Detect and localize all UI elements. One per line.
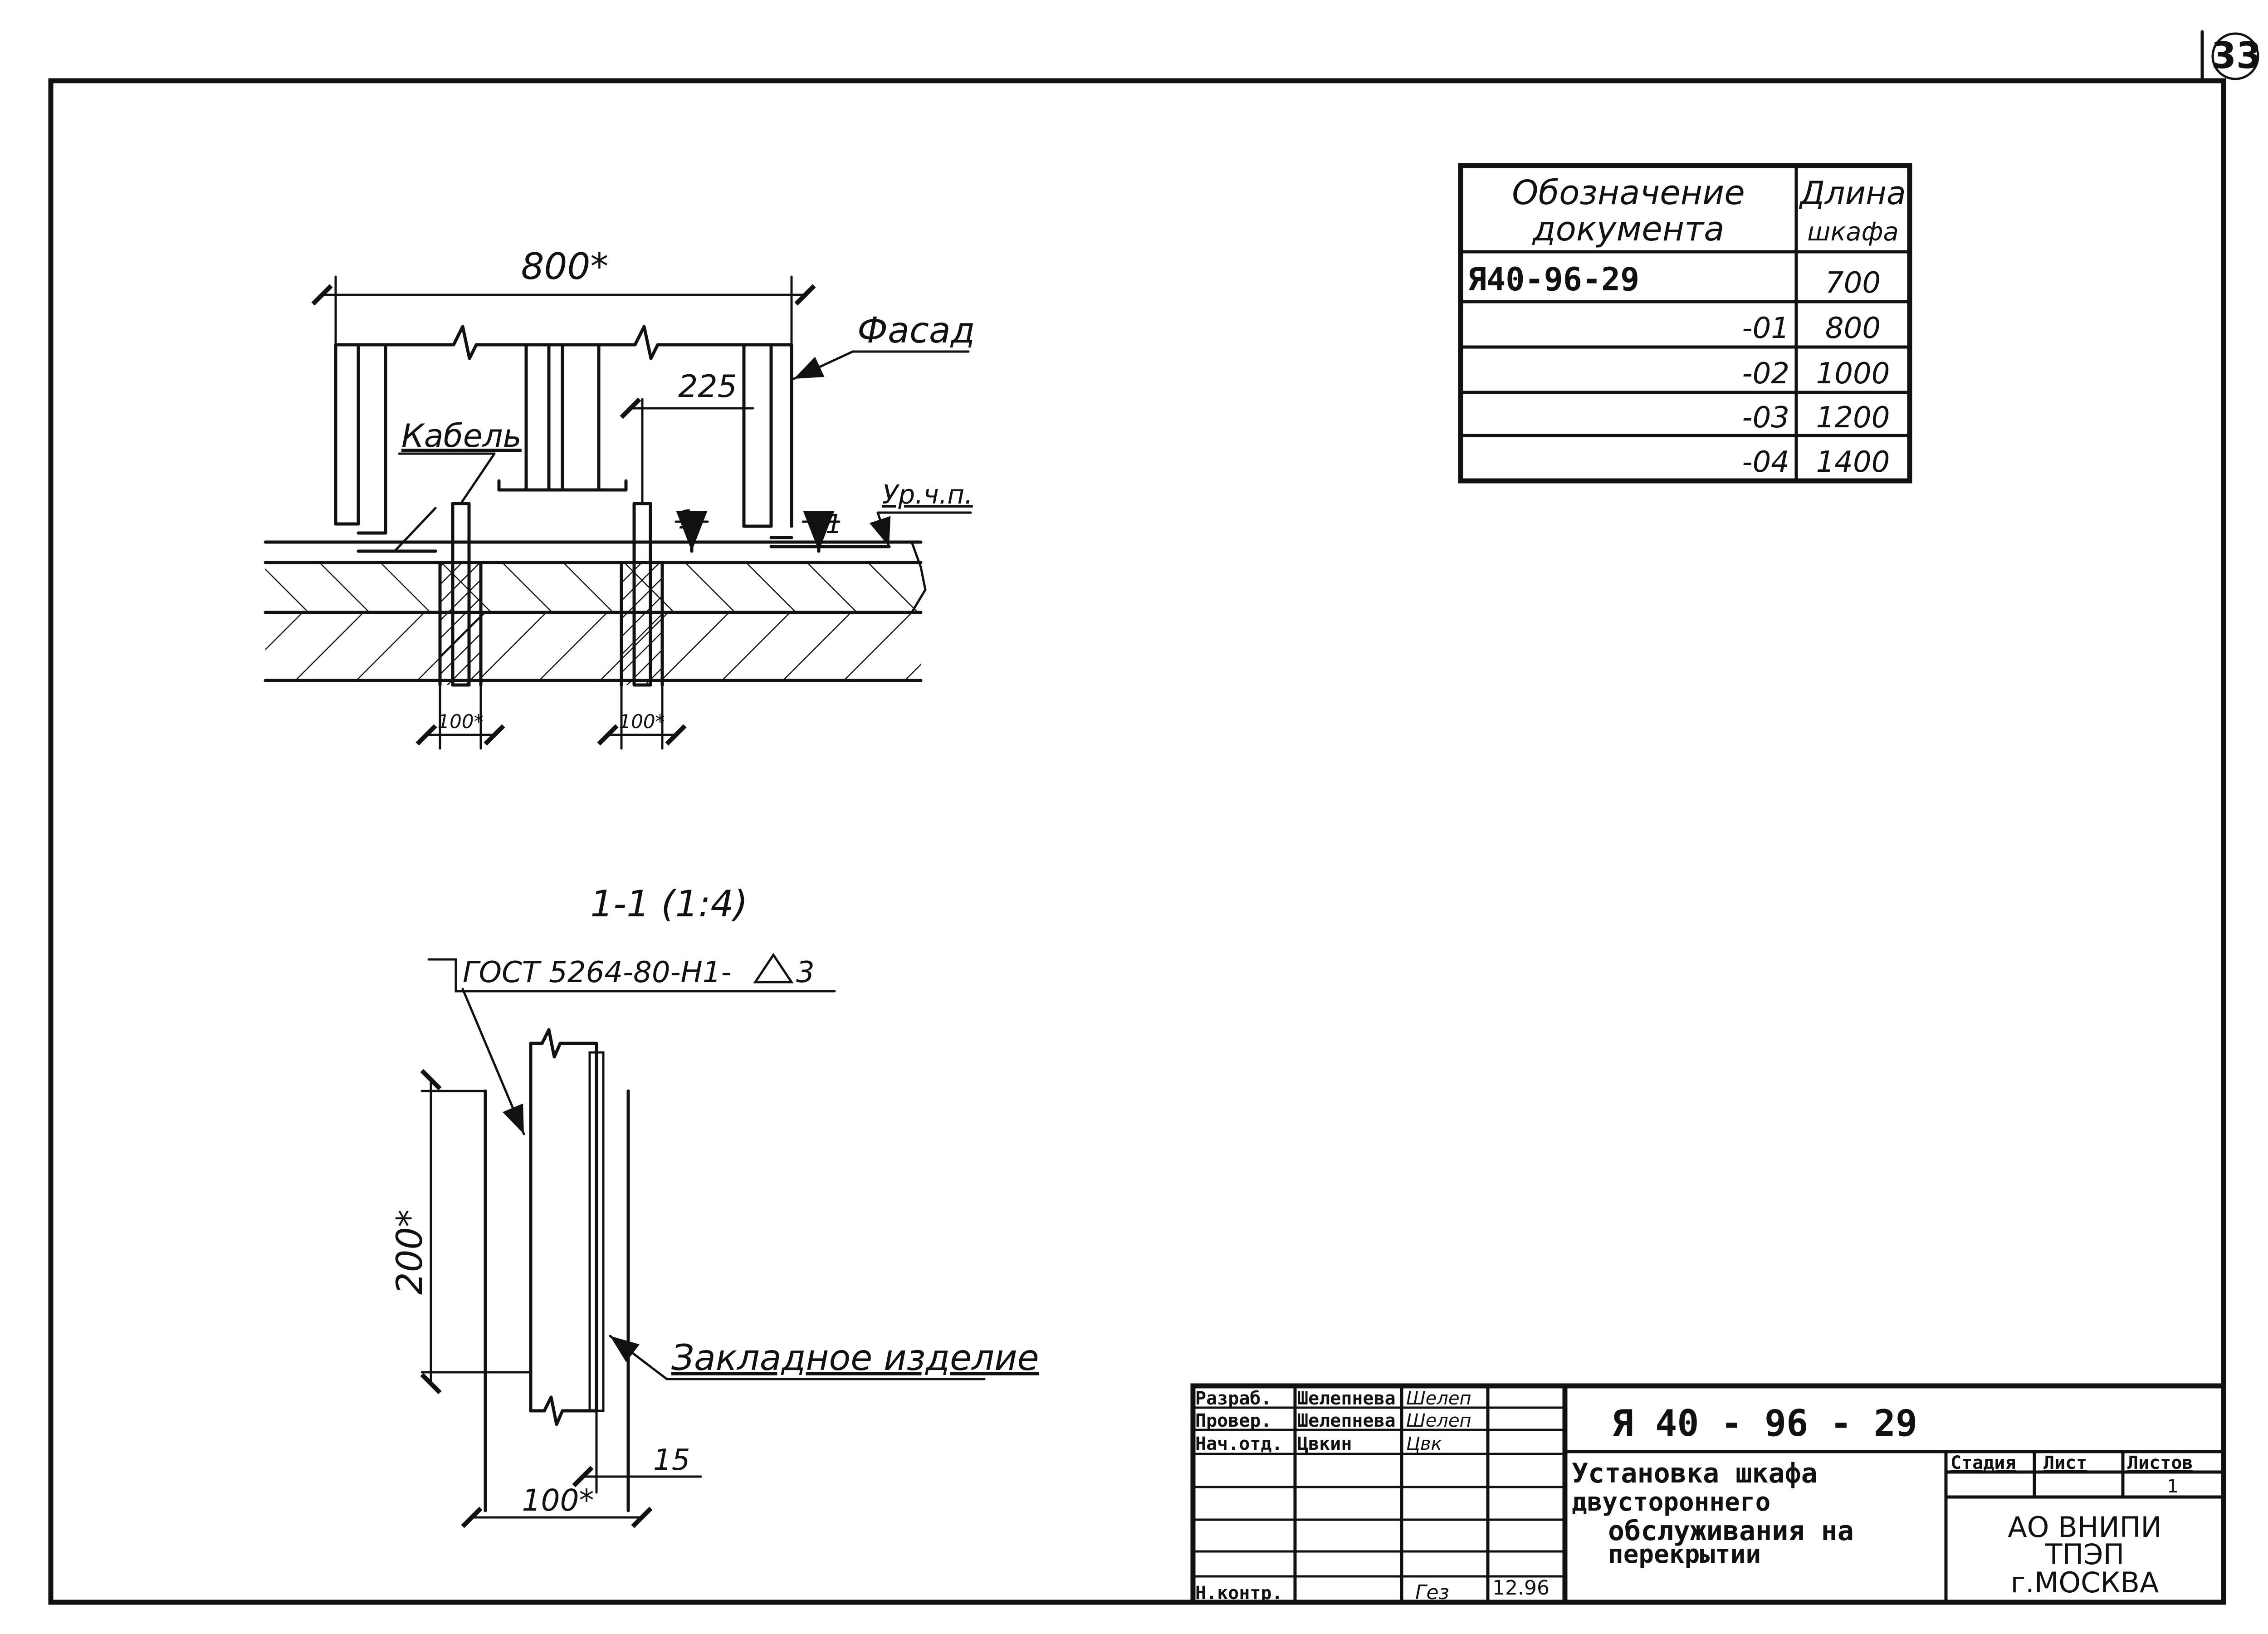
svg-text:Шелеп: Шелеп — [1406, 1388, 1471, 1409]
svg-text:Лист: Лист — [2043, 1453, 2087, 1473]
section-marks: 1 1 — [675, 504, 842, 553]
svg-text:Цвк: Цвк — [1406, 1433, 1442, 1454]
sleeve-left — [438, 502, 483, 687]
table-row-2-designation: -02 — [1742, 357, 1789, 391]
svg-text:Шелепнева: Шелепнева — [1297, 1388, 1396, 1409]
svg-text:12.96: 12.96 — [1492, 1576, 1549, 1600]
svg-text:Провер.: Провер. — [1195, 1410, 1272, 1431]
table-row-0-length: 700 — [1825, 266, 1881, 300]
svg-text:Стадия: Стадия — [1950, 1453, 2016, 1473]
embedded-leader: Закладное изделие — [609, 1335, 1039, 1380]
header-length-2: шкафа — [1807, 217, 1899, 247]
svg-text:Разраб.: Разраб. — [1195, 1388, 1272, 1409]
sleeve-right — [620, 502, 664, 687]
svg-text:Листов: Листов — [2127, 1453, 2193, 1473]
weld-leader: ГОСТ 5264-80-Н1- 3 — [427, 953, 836, 1135]
floor-slab-upper — [265, 563, 921, 612]
dim-15: 15 — [572, 1409, 702, 1494]
svg-text:АО ВНИПИ: АО ВНИПИ — [2008, 1511, 2161, 1544]
section-mark-left: 1 — [678, 504, 695, 535]
header-designation-1: Обозначение — [1512, 173, 1745, 212]
section-mark-right: 1 — [826, 509, 842, 539]
cable-label: Кабель — [401, 417, 522, 455]
svg-text:двустороннего: двустороннего — [1572, 1487, 1770, 1517]
dim-225: 225 — [620, 369, 754, 505]
floor-slab-lower — [265, 612, 921, 680]
svg-text:ТПЭП: ТПЭП — [2045, 1538, 2124, 1571]
doc-code: Я 40 - 96 - 29 — [1612, 1402, 1917, 1444]
page-number-box: 33 — [2200, 30, 2262, 83]
dim-200-label: 200* — [390, 1209, 430, 1295]
weld-symbol: 3 — [796, 956, 815, 989]
table-row-1-designation: -01 — [1742, 312, 1789, 345]
facade-leader: Фасад — [792, 310, 975, 380]
table-row-4-length: 1400 — [1816, 445, 1890, 479]
dim-100-label: 100* — [522, 1483, 594, 1518]
plan-view: 800* 225 Фасад Кабель Ур.ч.п. — [264, 245, 975, 750]
weld-note: ГОСТ 5264-80-Н1- — [463, 956, 732, 989]
section-view: 1-1 (1:4) ГОСТ 5264-80-Н1- 3 200* — [390, 883, 1039, 1528]
dim-sleeve-right: 100* — [597, 684, 687, 750]
dim-800: 800* — [311, 245, 816, 346]
section-title: 1-1 (1:4) — [590, 883, 748, 925]
dim-sleeve-left: 100* — [415, 684, 505, 750]
svg-text:Цвкин: Цвкин — [1297, 1433, 1352, 1454]
svg-text:Гез: Гез — [1415, 1581, 1449, 1604]
embedded-label: Закладное изделие — [671, 1338, 1039, 1379]
dim-15-label: 15 — [653, 1443, 690, 1477]
svg-text:100*: 100* — [619, 710, 665, 733]
svg-text:1: 1 — [2167, 1476, 2178, 1497]
dim-225-label: 225 — [678, 369, 737, 405]
svg-text:Шелеп: Шелеп — [1406, 1410, 1471, 1431]
header-length-1: Длина — [1799, 175, 1906, 212]
table-row-3-length: 1200 — [1816, 401, 1890, 435]
svg-text:Нач.отд.: Нач.отд. — [1195, 1433, 1283, 1454]
dim-800-label: 800* — [521, 245, 609, 288]
svg-text:Н.контр.: Н.контр. — [1195, 1583, 1283, 1604]
sheet-frame — [48, 78, 2226, 1605]
table-row-1-length: 800 — [1825, 312, 1881, 345]
table-row-2-length: 1000 — [1816, 357, 1890, 391]
title-block: Разраб. Шелепнева Шелеп Провер. Шелепнев… — [1190, 1383, 2226, 1605]
table-row-4-designation: -04 — [1742, 445, 1789, 479]
dim-100-section: 100* — [461, 1483, 653, 1528]
svg-text:обслуживания на: обслуживания на — [1608, 1515, 1854, 1547]
floor-level-label: Ур.ч.п. — [882, 479, 973, 510]
svg-text:100*: 100* — [437, 710, 483, 733]
svg-text:Шелепнева: Шелепнева — [1297, 1410, 1396, 1431]
cable-leader: Кабель — [393, 417, 522, 553]
svg-text:г.МОСКВА: г.МОСКВА — [2011, 1566, 2159, 1599]
table-row-0-designation: Я40-96-29 — [1467, 261, 1639, 298]
table-row-3-designation: -03 — [1742, 401, 1789, 435]
floor-level-leader: Ур.ч.п. — [869, 479, 973, 548]
variants-table: Обозначение документа Длина шкафа Я40-96… — [1458, 163, 1912, 484]
header-designation-2: документа — [1531, 210, 1724, 249]
facade-label: Фасад — [857, 310, 975, 351]
svg-text:Установка шкафа: Установка шкафа — [1572, 1458, 1818, 1489]
svg-text:перекрытии: перекрытии — [1608, 1540, 1761, 1569]
dim-200: 200* — [390, 1069, 532, 1394]
